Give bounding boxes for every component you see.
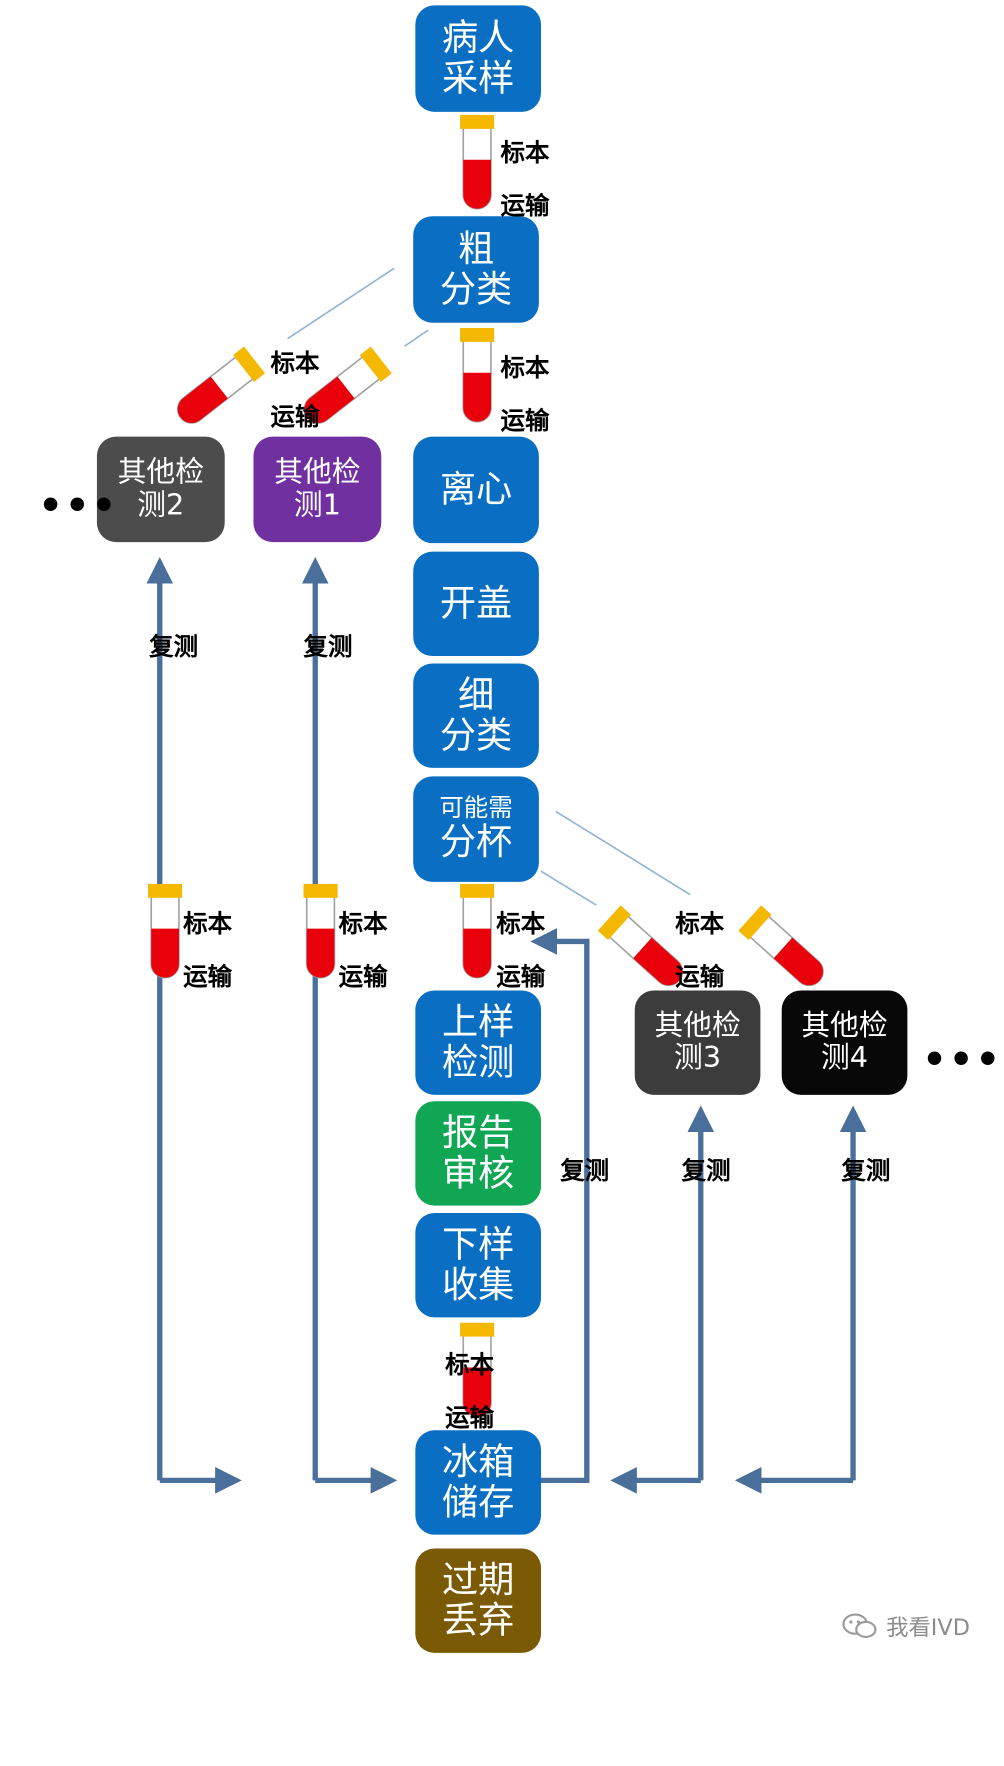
tube-icon [176, 346, 266, 424]
specimen-label: 标本 [675, 910, 725, 939]
other-test-1-line2: 测1 [293, 488, 341, 522]
more-tests-right: ••• [922, 1038, 1003, 1083]
other-test-4-line1: 其他检 [801, 1009, 888, 1043]
step-discard-line2: 丢弃 [441, 1599, 515, 1643]
step-collect: 病人 采样 [415, 5, 542, 112]
step-discard-line1: 过期 [441, 1559, 515, 1602]
other-test-2-line2: 测2 [137, 488, 185, 522]
specimen-label: 标本 [183, 910, 233, 939]
watermark: 我看IVD [841, 1610, 970, 1642]
step-aliquot: 可能需 分杯 [413, 776, 539, 882]
step-unload-collect: 下样 收集 [415, 1213, 542, 1318]
tube-icon [460, 1322, 495, 1418]
retest-label: 复测 [149, 633, 199, 662]
other-test-4: 其他检 测4 [781, 990, 908, 1095]
step-load-test: 上样 检测 [415, 990, 542, 1095]
tube-icon [738, 905, 824, 987]
transport-label: 运输 [500, 407, 550, 436]
watermark-text: 我看IVD [886, 1614, 970, 1641]
step-fridge-storage: 冰箱 储存 [415, 1430, 542, 1535]
other-test-1-line1: 其他检 [274, 456, 361, 490]
step-centrifuge-line1: 离心 [439, 468, 513, 512]
transport-label: 运输 [338, 963, 388, 992]
other-test-3-line1: 其他检 [654, 1009, 741, 1043]
step-fine-sort: 细 分类 [413, 663, 539, 768]
specimen-label: 标本 [338, 910, 388, 939]
step-coarse-sort: 粗 分类 [413, 216, 539, 323]
specimen-label: 标本 [496, 910, 546, 939]
step-coarse-line2: 分类 [439, 268, 513, 311]
step-review-line2: 审核 [441, 1152, 515, 1195]
retest-label: 复测 [560, 1157, 610, 1186]
step-unload-line1: 下样 [441, 1223, 515, 1267]
step-coarse-line1: 粗 [457, 227, 495, 271]
specimen-label: 标本 [270, 350, 320, 379]
step-fine-line2: 分类 [439, 714, 513, 758]
tube-icon [303, 883, 338, 979]
tube-icon [597, 905, 684, 987]
tube-icon [460, 883, 495, 979]
other-test-3: 其他检 测3 [634, 990, 761, 1095]
other-test-2: 其他检 测2 [96, 436, 225, 543]
step-centrifuge: 离心 [413, 436, 539, 544]
branch-line-other4 [555, 810, 691, 896]
step-fridge-line1: 冰箱 [441, 1440, 515, 1484]
step-unload-line2: 收集 [441, 1264, 515, 1307]
step-collect-line1: 病人 [441, 16, 515, 60]
branch-line-other3 [540, 870, 597, 906]
step-aliquot-line1: 可能需 [439, 794, 513, 822]
transport-label: 运输 [675, 963, 725, 992]
step-aliquot-line2: 分杯 [439, 821, 513, 865]
specimen-label: 标本 [500, 139, 550, 168]
more-tests-left: ••• [38, 484, 119, 529]
step-expire-discard: 过期 丢弃 [415, 1548, 542, 1653]
retest-arrow-main [525, 928, 590, 1484]
step-fridge-line2: 储存 [441, 1481, 515, 1525]
retest-label: 复测 [303, 633, 353, 662]
step-review-line1: 报告 [441, 1111, 515, 1155]
transport-label: 运输 [183, 963, 233, 992]
tube-icon [460, 115, 495, 210]
specimen-label: 标本 [445, 1351, 495, 1380]
transport-label: 运输 [270, 403, 320, 432]
step-load-line2: 检测 [441, 1041, 515, 1085]
step-uncap: 开盖 [413, 551, 539, 657]
flow-diagram [146, 115, 867, 1494]
transport-label: 运输 [496, 963, 546, 992]
specimen-label: 标本 [500, 354, 550, 383]
other-test-1: 其他检 测1 [253, 436, 382, 543]
other-test-2-line1: 其他检 [117, 456, 204, 490]
wechat-icon [842, 1613, 877, 1638]
step-collect-line2: 采样 [441, 57, 515, 101]
other-test-4-line2: 测4 [821, 1041, 869, 1075]
tube-icon [148, 883, 183, 979]
tube-icon [460, 328, 495, 423]
step-fine-line1: 细 [457, 674, 495, 717]
step-uncap-line1: 开盖 [439, 582, 513, 626]
other-test-3-line2: 测3 [674, 1041, 722, 1075]
step-load-line1: 上样 [441, 1001, 515, 1044]
retest-label: 复测 [841, 1157, 891, 1186]
tube-icon [303, 346, 392, 424]
step-report-review: 报告 审核 [415, 1101, 542, 1206]
retest-label: 复测 [681, 1157, 731, 1186]
transport-label: 运输 [500, 192, 550, 221]
branch-line-other1 [404, 329, 429, 347]
transport-label: 运输 [445, 1404, 495, 1433]
branch-line-other2 [287, 267, 395, 340]
